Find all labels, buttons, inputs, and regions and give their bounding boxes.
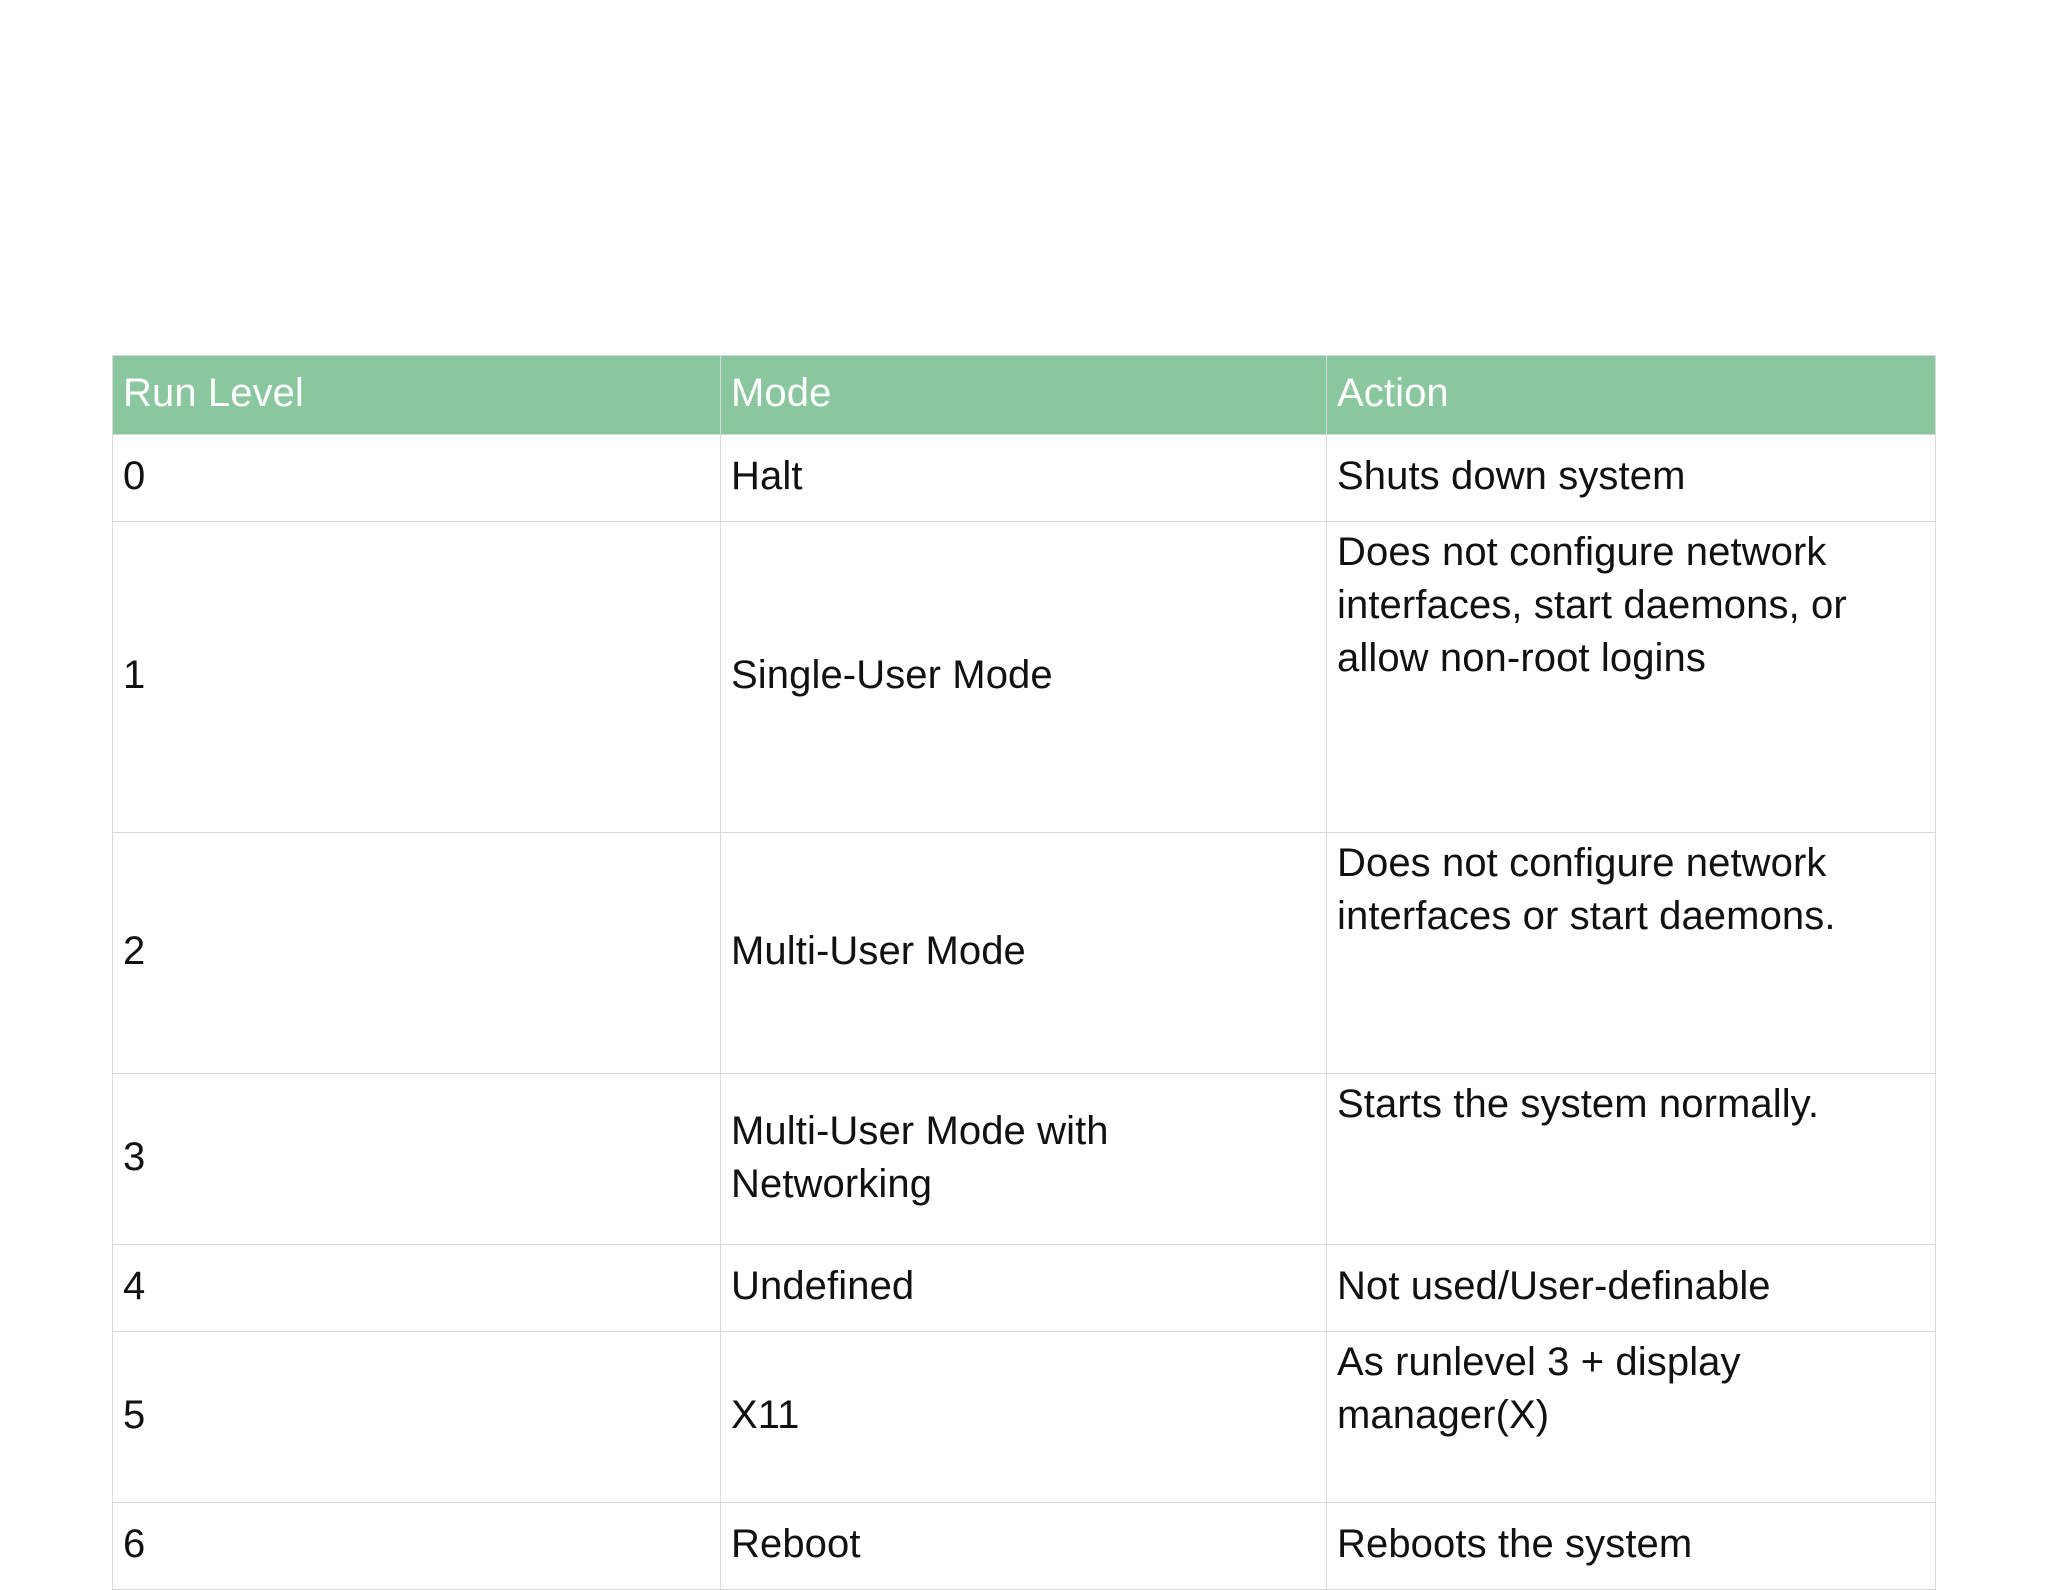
table-row: 6 Reboot Reboots the system (112, 1502, 1936, 1590)
cell-mode: X11 (720, 1331, 1327, 1503)
column-header-action: Action (1326, 355, 1936, 435)
cell-run-level: 1 (112, 521, 721, 833)
table-row: 1 Single-User Mode Does not configure ne… (112, 521, 1936, 833)
cell-mode: Halt (720, 434, 1327, 522)
table-header: Run Level Mode Action (112, 355, 1936, 435)
cell-action: Shuts down system (1326, 434, 1936, 522)
cell-action: Starts the system normally. (1326, 1073, 1936, 1245)
cell-mode: Undefined (720, 1244, 1327, 1332)
table-row: 4 Undefined Not used/User-definable (112, 1244, 1936, 1332)
column-header-mode: Mode (720, 355, 1327, 435)
cell-mode: Multi-User Mode with Networking (720, 1073, 1327, 1245)
cell-action: Reboots the system (1326, 1502, 1936, 1590)
cell-run-level: 0 (112, 434, 721, 522)
cell-run-level: 4 (112, 1244, 721, 1332)
cell-action: Not used/User-definable (1326, 1244, 1936, 1332)
cell-mode: Multi-User Mode (720, 832, 1327, 1074)
cell-run-level: 3 (112, 1073, 721, 1245)
cell-action: Does not configure network interfaces, s… (1326, 521, 1936, 833)
cell-run-level: 2 (112, 832, 721, 1074)
cell-run-level: 6 (112, 1502, 721, 1590)
cell-run-level: 5 (112, 1331, 721, 1503)
cell-mode: Reboot (720, 1502, 1327, 1590)
cell-action: As runlevel 3 + display manager(X) (1326, 1331, 1936, 1503)
table-header-row: Run Level Mode Action (112, 355, 1936, 435)
cell-action: Does not configure network interfaces or… (1326, 832, 1936, 1074)
column-header-run-level: Run Level (112, 355, 721, 435)
cell-mode: Single-User Mode (720, 521, 1327, 833)
table-body: 0 Halt Shuts down system 1 Single-User M… (112, 434, 1936, 1590)
table-row: 3 Multi-User Mode with Networking Starts… (112, 1073, 1936, 1245)
table-row: 5 X11 As runlevel 3 + display manager(X) (112, 1331, 1936, 1503)
table-row: 0 Halt Shuts down system (112, 434, 1936, 522)
table-row: 2 Multi-User Mode Does not configure net… (112, 832, 1936, 1074)
run-level-table: Run Level Mode Action 0 Halt Shuts down … (112, 355, 1936, 1590)
page-canvas: Run Level Mode Action 0 Halt Shuts down … (112, 355, 1936, 1590)
